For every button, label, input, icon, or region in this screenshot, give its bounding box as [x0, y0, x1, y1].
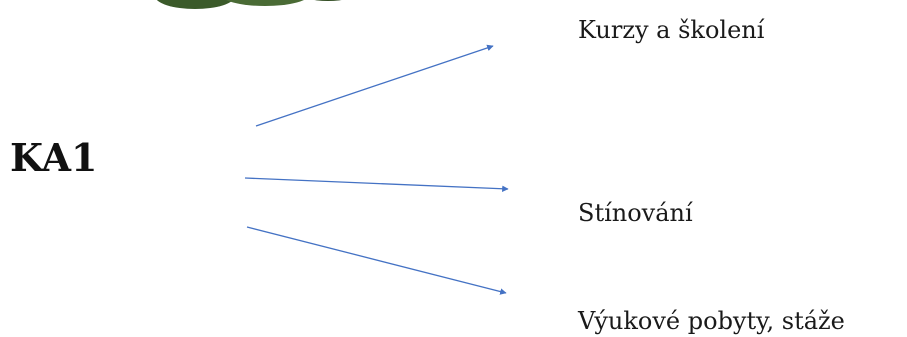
cropped-logo-graphic [156, 0, 342, 9]
branch-label-stinovani: Stínování [578, 199, 693, 227]
arrow-to-branch-2 [244, 177, 509, 193]
arrow-to-branch-3 [246, 226, 507, 295]
branch-label-kurzy: Kurzy a školení [578, 16, 765, 44]
arrow-to-branch-1 [255, 44, 494, 127]
root-node-label: KA1 [10, 135, 98, 180]
branch-label-vyukove-pobyty: Výukové pobyty, stáže [578, 307, 845, 335]
